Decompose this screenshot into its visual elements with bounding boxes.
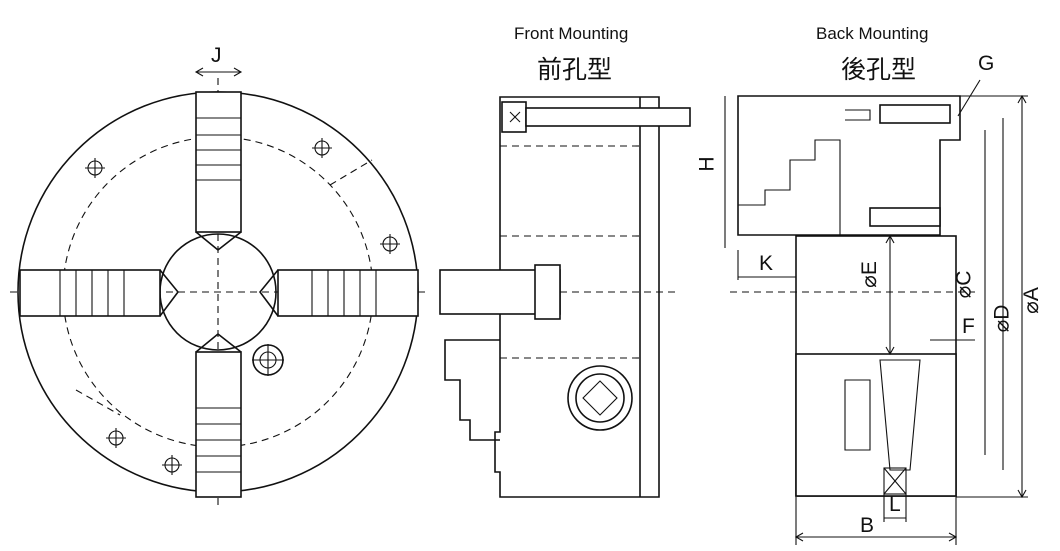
dimension-label-l: L xyxy=(889,493,901,516)
dimension-label-j: J xyxy=(211,44,222,67)
dimension-label-k: K xyxy=(759,252,774,275)
dimension-label-e: ⌀E xyxy=(857,261,881,288)
dimension-label-h: H xyxy=(695,156,719,172)
front-mounting-title-cn: 前孔型 xyxy=(537,55,613,84)
back-mounting-title: Back Mounting xyxy=(816,24,929,43)
bolt-hole-icon xyxy=(85,138,400,475)
dimension-label-c: ⌀C xyxy=(952,270,976,299)
back-mounting-title-cn: 後孔型 xyxy=(841,55,917,84)
dimension-label-d: ⌀D xyxy=(990,304,1014,333)
jaw-screw-icon xyxy=(252,344,284,376)
back-mounting-side-view xyxy=(724,79,1028,545)
dimension-label-a: ⌀A xyxy=(1019,287,1043,314)
front-mounting-side-view xyxy=(439,96,691,498)
front-mounting-title: Front Mounting xyxy=(514,24,629,43)
dimension-label-g: G xyxy=(978,52,995,75)
dimension-label-f: F xyxy=(962,315,975,338)
chuck-front-view xyxy=(10,67,428,510)
dimension-label-b: B xyxy=(860,514,875,537)
